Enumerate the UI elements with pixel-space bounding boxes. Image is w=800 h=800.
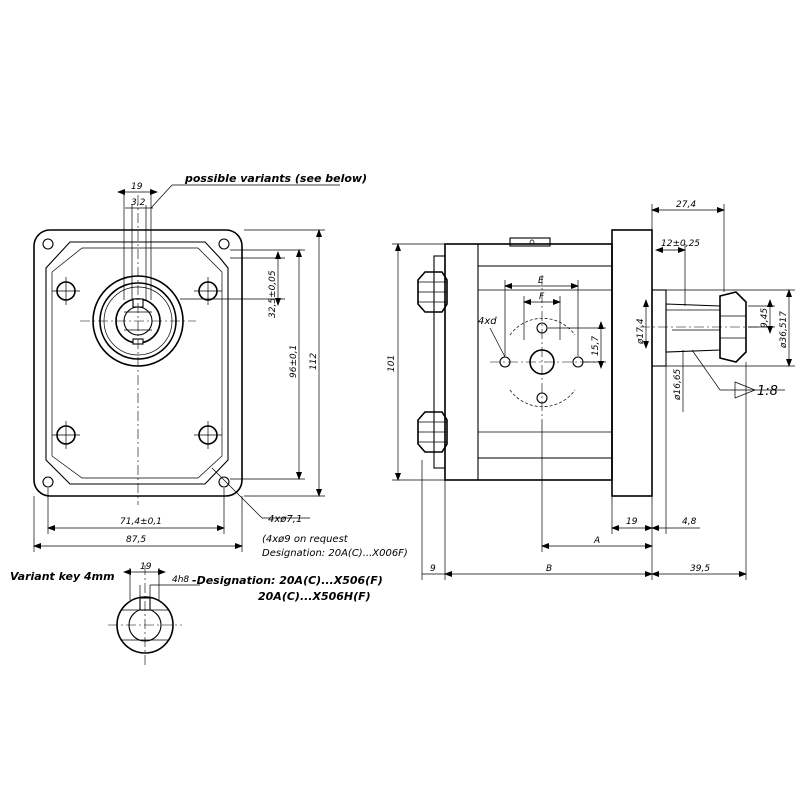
drive-shaft-side: [640, 289, 760, 367]
variant-view: Variant key 4mm 19 4h8 -Designation: 20A…: [10, 562, 383, 665]
front-dim-32-5: 32,5±0,05: [268, 270, 278, 318]
front-view: 19 3,2 possible variants (see below) 32,…: [33, 172, 408, 559]
pump-body-outline: [45, 241, 229, 485]
side-dim-4xd: 4xd: [478, 316, 497, 327]
side-dim-F: F: [539, 292, 545, 302]
front-dim-71-4: 71,4±0,1: [120, 517, 162, 527]
taper-label: 1:8: [757, 384, 778, 399]
front-dim-112: 112: [309, 353, 319, 370]
side-dim-27-4: 27,4: [676, 200, 696, 210]
designation-line-1: -Designation: 20A(C)...X506(F): [192, 574, 383, 587]
side-dim-B: B: [546, 564, 552, 574]
front-dim-96: 96±0,1: [289, 345, 299, 378]
front-dim-3-2: 3,2: [131, 198, 146, 208]
side-dim-A: A: [593, 536, 600, 546]
side-bolts: [417, 271, 448, 453]
request-note: (4xø9 on request: [262, 534, 349, 545]
port-pattern: [490, 275, 600, 420]
variant-dim-4h8: 4h8: [172, 575, 189, 585]
designation-line-2: 20A(C)...X506H(F): [258, 590, 371, 603]
variant-dim-19: 19: [140, 562, 152, 572]
front-dim-87-5: 87,5: [126, 535, 146, 545]
mounting-flange: [611, 229, 653, 497]
variant-key-label: Variant key 4mm: [10, 570, 115, 583]
front-dim-19: 19: [131, 182, 143, 192]
bolt-holes: [52, 277, 222, 449]
possible-variants-label: possible variants (see below): [184, 172, 367, 185]
side-dim-15-7: 15,7: [591, 336, 601, 356]
side-view: E F 4xd 15,7 27,4 12±0,25: [387, 200, 795, 580]
side-dim-4-8: 4,8: [682, 517, 697, 527]
side-dim-12: 12±0,25: [661, 239, 700, 249]
side-dim-16-65: ø16,65: [673, 368, 683, 401]
side-dim-9-45: 9,45: [760, 308, 770, 328]
side-dim-17-4: ø17,4: [636, 318, 646, 345]
side-dim-E: E: [538, 276, 544, 286]
side-dim-101: 101: [387, 355, 397, 372]
front-holes-label: 4xø7,1: [268, 514, 302, 525]
side-dim-39-5: 39,5: [690, 564, 710, 574]
side-dim-9: 9: [430, 564, 436, 574]
request-designation: Designation: 20A(C)...X006F): [262, 548, 408, 559]
side-dim-19: 19: [626, 517, 638, 527]
side-dim-36-517: ø36,517: [779, 311, 789, 349]
